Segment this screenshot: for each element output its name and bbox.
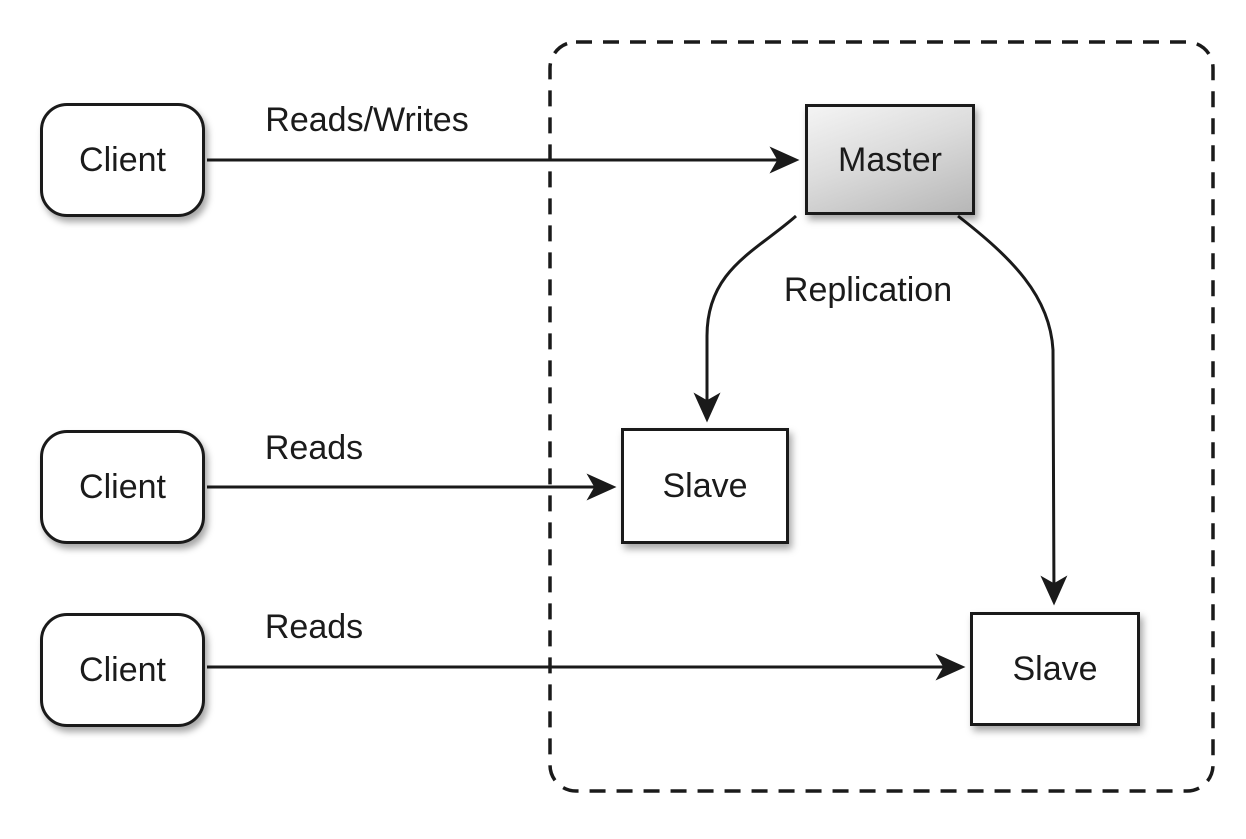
client-label-2: Client <box>79 468 166 506</box>
master-label: Master <box>838 140 942 179</box>
slave-label-2: Slave <box>1012 650 1098 688</box>
client-box-1: Client <box>40 103 205 217</box>
master-box: Master <box>805 104 975 215</box>
client-box-2: Client <box>40 430 205 544</box>
reads-label-1: Reads <box>264 429 364 467</box>
slave-label-1: Slave <box>662 467 748 505</box>
cluster-boundary <box>548 40 1215 793</box>
replication-arrow-right <box>957 214 1068 606</box>
client-label-3: Client <box>79 651 166 689</box>
replication-arrow-left <box>693 214 797 423</box>
client-label-1: Client <box>79 141 166 179</box>
slave-box-2: Slave <box>970 612 1140 726</box>
slave-box-1: Slave <box>621 428 789 544</box>
reads-label-2: Reads <box>264 608 364 646</box>
client-box-3: Client <box>40 613 205 727</box>
replication-label: Replication <box>783 271 953 309</box>
reads-writes-label: Reads/Writes <box>265 101 469 139</box>
